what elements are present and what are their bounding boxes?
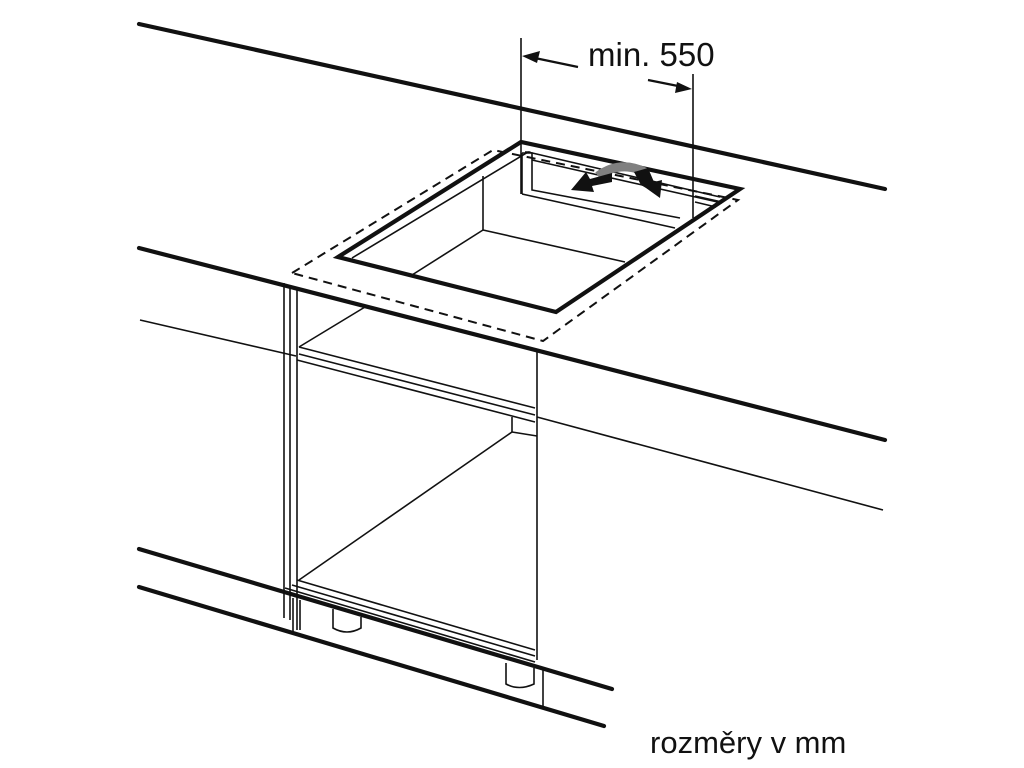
cabinet-inner-floor-left <box>411 229 484 276</box>
countertop-front-edge <box>136 245 888 443</box>
right-rail-box-bottom <box>694 201 717 208</box>
cabinet-top-rail-2 <box>298 353 536 416</box>
cabinet-foot-right <box>505 663 535 689</box>
appliance-footprint-dashed <box>289 148 741 343</box>
cabinet-base-rail-1 <box>296 579 536 651</box>
plinth-top-line <box>136 546 615 692</box>
dimension-arrowhead-right <box>675 82 692 93</box>
countertop-underside-line-right <box>536 416 884 511</box>
cabinet-top-inner-diagonal <box>298 306 366 348</box>
cabinet-base-rail-3 <box>284 587 536 663</box>
back-rail-strip <box>522 152 681 219</box>
cutout-inner-left-edge <box>351 151 531 259</box>
cabinet-inner-back-ledge <box>511 431 538 437</box>
cutout-outline <box>332 139 746 315</box>
airflow-arrow-right-head <box>634 168 662 198</box>
cabinet-inner-floor-back <box>482 229 626 263</box>
dimension-label: min. 550 <box>588 36 715 73</box>
cabinet-top-rail-3 <box>296 359 536 423</box>
cabinet-base-rail-2 <box>291 584 536 657</box>
cabinet-top-rail-1 <box>298 346 536 409</box>
back-rail-strip-lower <box>521 193 676 229</box>
airflow-arrow-left-head <box>571 172 612 192</box>
right-rail-box-top <box>694 195 723 203</box>
plinth-bottom-line <box>136 584 607 729</box>
cutout-inner-back-edge <box>527 151 721 198</box>
cabinet-inner-floor-diagonal <box>298 431 513 581</box>
dimension-arrowhead-left <box>522 51 540 63</box>
units-note: rozměry v mm <box>650 725 847 760</box>
cabinet-foot-left <box>332 609 362 633</box>
cutout-inner-back-edge-2 <box>531 159 723 204</box>
countertop-back-edge <box>136 21 888 192</box>
countertop-underside-line <box>139 319 297 357</box>
